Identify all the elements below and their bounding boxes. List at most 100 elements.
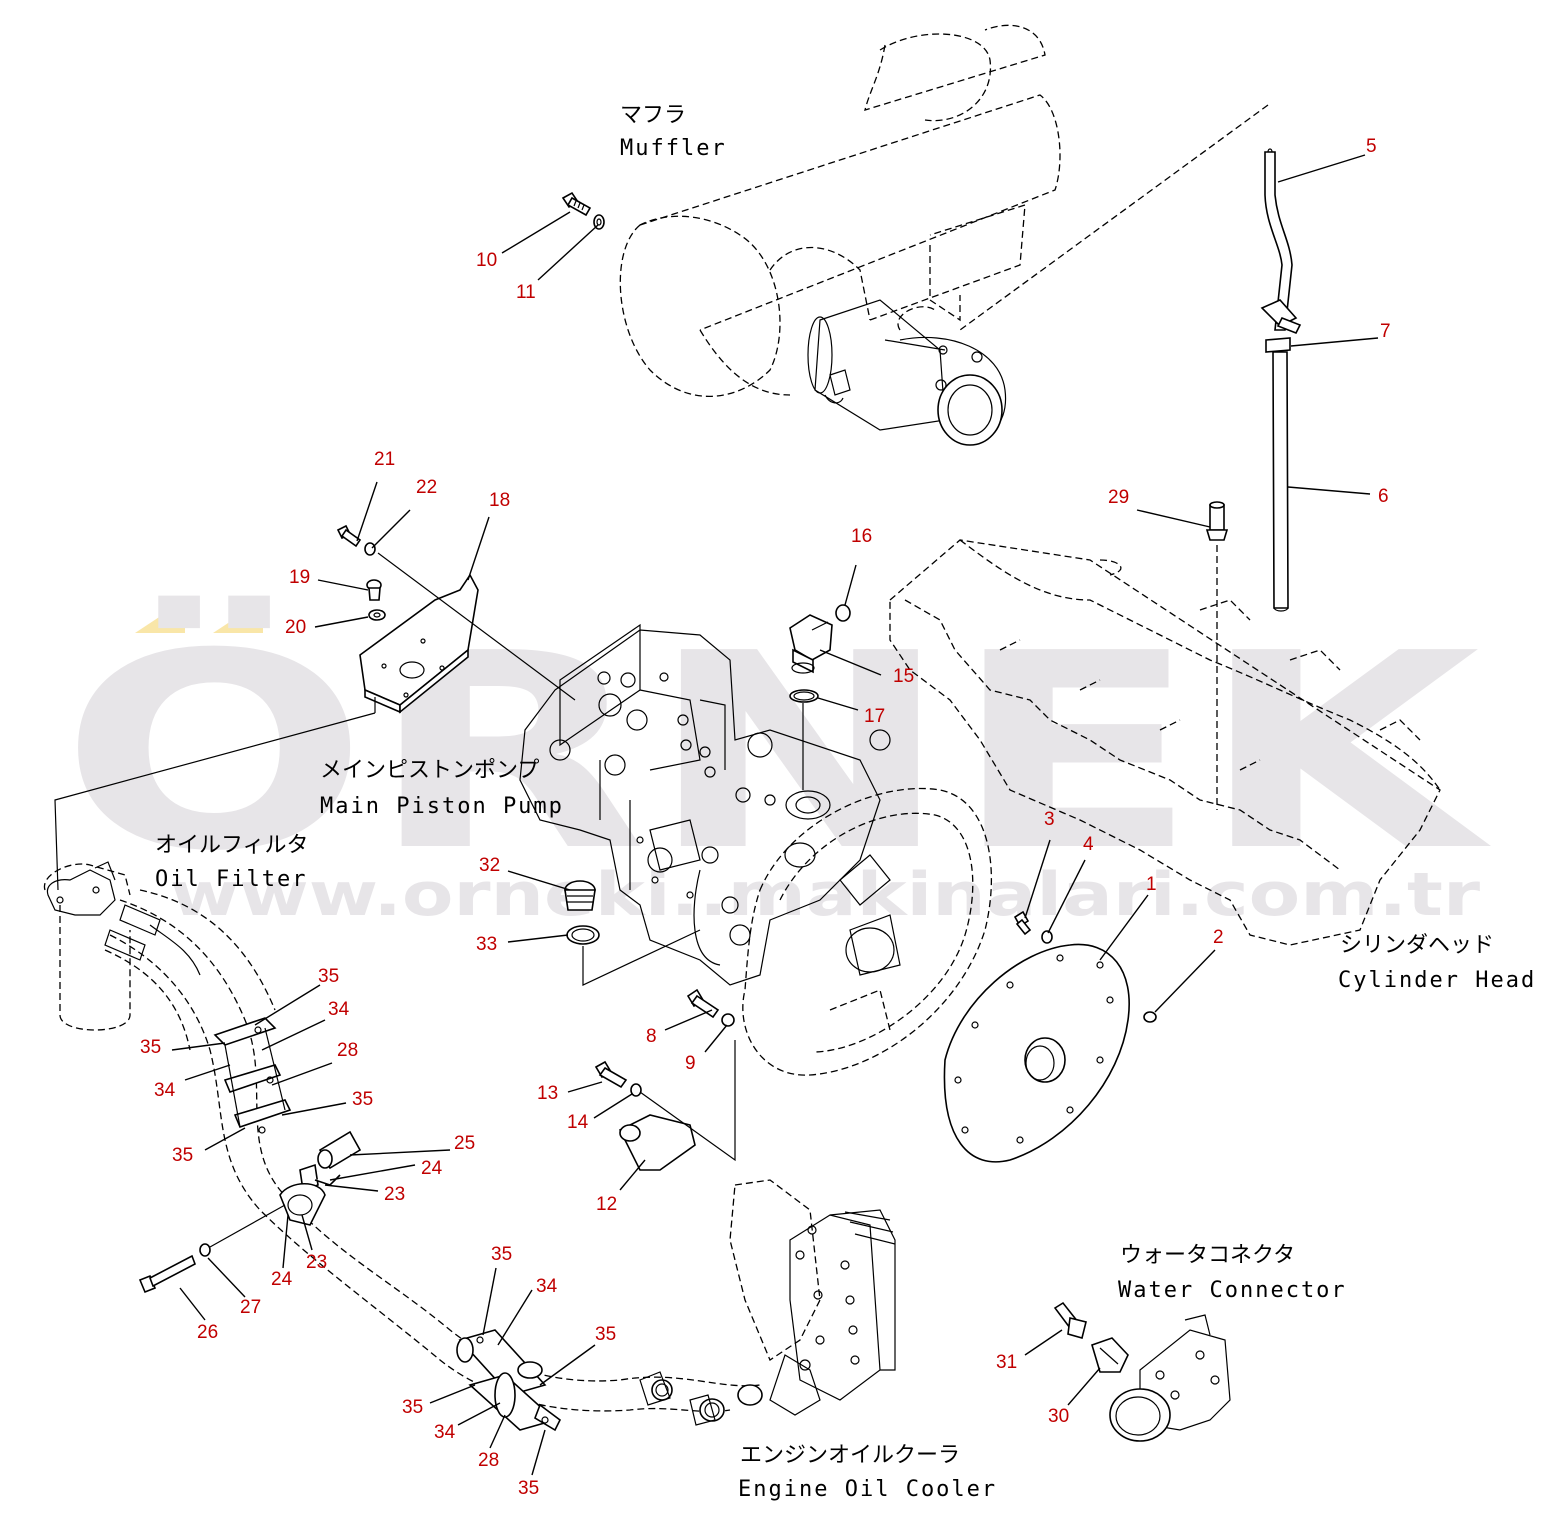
watermark: ÖRNEK www.orneki..makinalari.com.tr [60, 593, 1494, 930]
bolt-13 [594, 1060, 628, 1089]
callout-15: 15 [893, 666, 914, 687]
label-filter-jp: オイルフィルタ [155, 833, 309, 858]
callout-32: 32 [479, 855, 500, 876]
callout-18: 18 [489, 490, 510, 511]
callout-16: 16 [851, 526, 872, 547]
hoses [104, 889, 761, 1413]
fitting-15 [789, 614, 833, 674]
leader-lines [171, 154, 1379, 1476]
callout-28a: 28 [337, 1040, 358, 1061]
bolt-3 [1013, 910, 1032, 936]
cover-12 [618, 1114, 696, 1171]
callout-29: 29 [1108, 487, 1129, 508]
plug-29 [1205, 501, 1229, 541]
callout-28b: 28 [478, 1450, 499, 1471]
callout-20: 20 [285, 617, 306, 638]
callout-35g: 35 [402, 1397, 423, 1418]
callout-35d: 35 [172, 1145, 193, 1166]
label-muffler-en: Muffler [620, 136, 727, 161]
oil-filter-drawing [43, 861, 131, 1031]
label-cooler-jp: エンジンオイルクーラ [740, 1443, 960, 1468]
sensor-31 [1053, 1301, 1087, 1339]
label-head-en: Cylinder Head [1338, 968, 1536, 993]
component-labels: マフラ Muffler メインピストンポンプ Main Piston Pump … [155, 103, 1536, 1502]
callout-34d: 34 [434, 1422, 456, 1443]
callout-24a: 24 [421, 1158, 443, 1179]
watermark-accent-left [135, 600, 185, 633]
callout-7: 7 [1380, 321, 1391, 342]
label-cooler-en: Engine Oil Cooler [738, 1477, 997, 1502]
callout-33: 33 [476, 934, 497, 955]
callout-24b: 24 [271, 1269, 293, 1290]
o-ring-33 [566, 925, 600, 945]
callout-11: 11 [516, 282, 536, 303]
callout-34b: 34 [154, 1080, 176, 1101]
washer-14 [630, 1083, 642, 1097]
o-ring-16 [835, 604, 851, 622]
callout-35h: 35 [518, 1478, 539, 1499]
watermark-accent-right [213, 600, 263, 633]
callout-5: 5 [1366, 136, 1377, 157]
callout-13: 13 [537, 1083, 558, 1104]
flex-plate-1 [943, 943, 1130, 1163]
callout-35f: 35 [595, 1324, 616, 1345]
callout-4: 4 [1083, 834, 1094, 855]
callout-9: 9 [685, 1053, 696, 1074]
callout-23a: 23 [384, 1184, 405, 1205]
callout-21: 21 [374, 449, 395, 470]
callout-30: 30 [1048, 1406, 1069, 1427]
callout-27: 27 [240, 1297, 261, 1318]
washer-27 [199, 1243, 211, 1257]
clamp-upper [213, 1017, 292, 1134]
callout-19: 19 [289, 567, 310, 588]
washer-9 [721, 1013, 735, 1027]
callout-numbers: 1 2 3 4 5 6 7 8 9 10 11 12 13 14 15 16 1… [140, 136, 1391, 1499]
label-filter-en: Oil Filter [155, 867, 307, 892]
dipstick-assembly [1260, 148, 1302, 612]
clamp-lower [456, 1329, 562, 1432]
callout-6: 6 [1378, 486, 1389, 507]
washer-20 [368, 609, 386, 621]
callout-31: 31 [996, 1352, 1017, 1373]
washer-22 [364, 542, 376, 556]
callout-17: 17 [864, 706, 885, 727]
callout-23b: 23 [306, 1252, 327, 1273]
pin-2 [1143, 1011, 1157, 1023]
callout-26: 26 [197, 1322, 218, 1343]
main-pump-drawing [519, 623, 891, 986]
sleeve-25 [317, 1130, 362, 1170]
label-water-jp: ウォータコネクタ [1120, 1243, 1295, 1268]
bolt-19 [366, 579, 382, 601]
muffler-drawing [619, 24, 1061, 446]
callout-10: 10 [476, 250, 497, 271]
clamp-23-24 [279, 1163, 341, 1226]
callout-8: 8 [646, 1026, 657, 1047]
bolt-10 [561, 191, 592, 217]
callout-14: 14 [567, 1112, 589, 1133]
callout-1: 1 [1146, 874, 1157, 895]
callout-34c: 34 [536, 1276, 558, 1297]
bolt-8 [686, 988, 720, 1019]
callout-35e: 35 [491, 1244, 512, 1265]
o-ring-17 [789, 689, 819, 703]
bolt-21 [336, 524, 362, 548]
label-pump-en: Main Piston Pump [320, 794, 564, 819]
cylinder-head-drawing [889, 539, 1441, 946]
callout-3: 3 [1044, 809, 1055, 830]
oil-cooler-drawing [639, 1179, 896, 1426]
callout-12: 12 [596, 1194, 617, 1215]
callout-2: 2 [1213, 927, 1224, 948]
label-pump-jp: メインピストンポンプ [320, 758, 539, 783]
washer-4 [1041, 930, 1053, 944]
bracket-18 [359, 573, 479, 714]
label-muffler-jp: マフラ [620, 103, 686, 128]
sensor-30 [1091, 1337, 1129, 1373]
flywheel-housing [742, 787, 993, 1076]
label-head-jp: シリンダヘッド [1340, 933, 1494, 958]
callout-22: 22 [416, 477, 437, 498]
bolt-26 [138, 1254, 196, 1294]
plug-32 [564, 880, 596, 911]
callout-35c: 35 [352, 1089, 373, 1110]
watermark-brand: ÖRNEK [60, 593, 1494, 910]
